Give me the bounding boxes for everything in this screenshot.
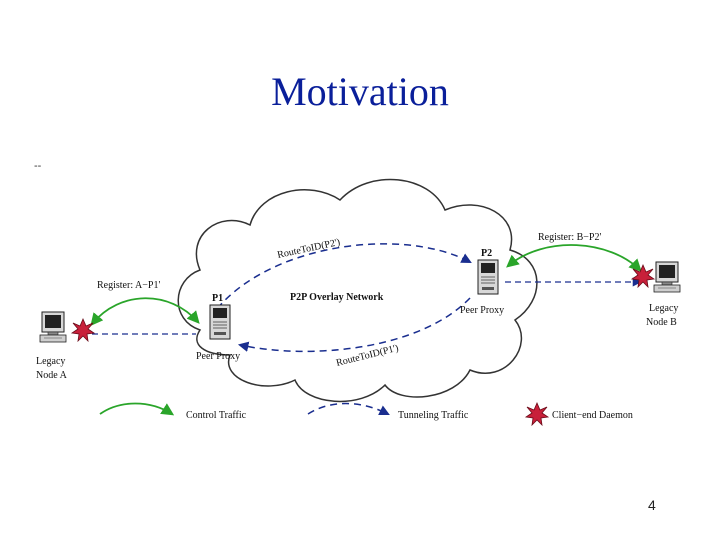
- route-top-label: RouteToID(P2'): [276, 237, 341, 261]
- peer-proxy-1-label: Peer Proxy: [196, 351, 240, 362]
- p2-label: P2: [481, 248, 492, 259]
- legacy-a-line1: Legacy: [36, 356, 65, 367]
- legend-daemon-icon: [525, 402, 549, 426]
- corner-mark: --: [34, 160, 42, 172]
- peer-proxy-2-label: Peer Proxy: [460, 305, 504, 316]
- legend-daemon-label: Client−end Daemon: [552, 410, 633, 421]
- legacy-node-a-computer-icon: [39, 311, 67, 343]
- control-register-a: [90, 297, 200, 326]
- control-register-b: [506, 244, 642, 272]
- daemon-b-icon: [631, 264, 655, 288]
- legend-control-label: Control Traffic: [186, 410, 247, 421]
- legend-tunneling-swatch: [307, 402, 390, 415]
- peer-proxy-p2-icon: [477, 259, 499, 295]
- cloud-label: P2P Overlay Network: [290, 292, 384, 303]
- legacy-a-line2: Node A: [36, 370, 68, 381]
- legend-tunneling-label: Tunneling Traffic: [398, 410, 469, 421]
- p1-label: P1: [212, 293, 223, 304]
- legend: Control Traffic Tunneling Traffic Client…: [99, 402, 633, 426]
- slide-title: Motivation: [271, 69, 449, 114]
- tunnel-route-bottom: [237, 297, 471, 353]
- page-number: 4: [648, 497, 656, 513]
- legacy-b-line2: Node B: [646, 317, 677, 328]
- route-bottom-label: RouteToID(P1'): [335, 343, 400, 369]
- legacy-node-b-computer-icon: [653, 261, 681, 293]
- daemon-a-icon: [71, 318, 95, 342]
- legend-control-swatch: [99, 402, 175, 416]
- tunnel-route-top: [209, 243, 472, 319]
- register-a-label: Register: A−P1': [97, 280, 160, 291]
- legacy-b-line1: Legacy: [649, 303, 678, 314]
- register-b-label: Register: B−P2': [538, 232, 601, 243]
- peer-proxy-p1-icon: [209, 304, 231, 340]
